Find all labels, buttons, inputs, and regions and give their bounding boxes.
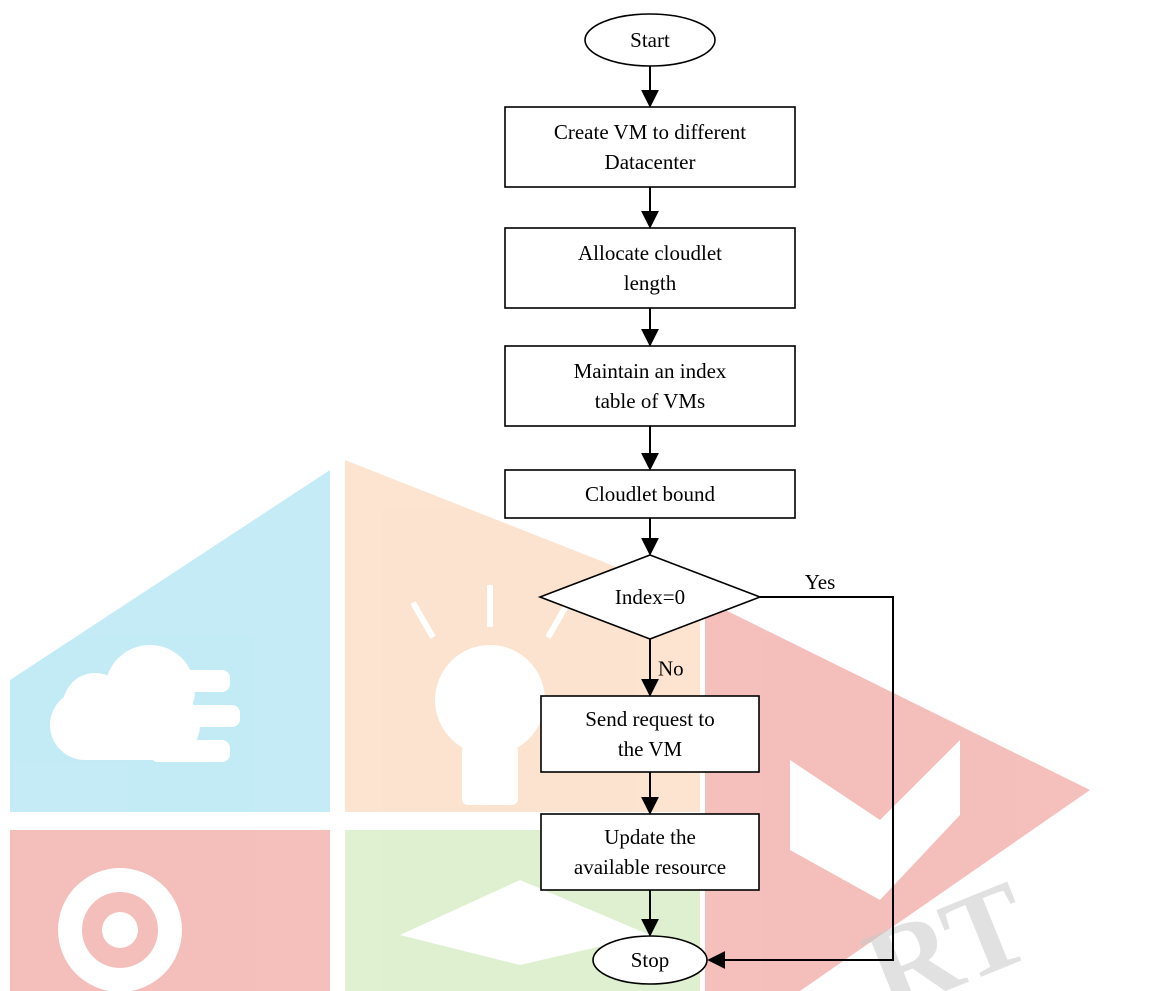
node-label-line: the VM — [618, 737, 683, 761]
node-shape-ellipse — [584, 13, 716, 67]
node-shape-ellipse — [592, 935, 708, 985]
node-bound: Cloudlet bound — [504, 469, 796, 519]
node-shape-diamond — [537, 554, 763, 640]
node-label-line: Update the — [604, 825, 696, 849]
node-shape-rect — [504, 106, 796, 188]
node-label-line: Maintain an index — [574, 359, 727, 383]
node-label-line: Allocate cloudlet — [578, 241, 722, 265]
node-label-line: available resource — [574, 855, 726, 879]
node-allocate: Allocate cloudlet length — [504, 227, 796, 309]
node-label-line: Send request to — [585, 707, 714, 731]
edge-label-no: No — [658, 657, 684, 681]
node-label-line: Start — [630, 28, 670, 52]
edge-arrow-decision-to-stop — [707, 596, 894, 969]
node-shape-rect — [504, 227, 796, 309]
node-label-line: Cloudlet bound — [585, 482, 716, 506]
node-shape-rect — [540, 695, 760, 773]
node-label-line: Stop — [631, 948, 670, 972]
node-start: Start — [584, 13, 716, 67]
node-label-line: length — [624, 271, 677, 295]
cloud-icon — [10, 470, 330, 812]
edges: No Yes — [641, 66, 894, 969]
book-icon — [705, 600, 1090, 991]
node-label-line: Index=0 — [615, 585, 685, 609]
node-send: Send request to the VM — [540, 695, 760, 773]
node-label-line: Datacenter — [605, 150, 696, 174]
node-label-line: Create VM to different — [554, 120, 746, 144]
node-update: Update the available resource — [540, 813, 760, 891]
node-label-line: table of VMs — [595, 389, 705, 413]
node-shape-rect — [540, 813, 760, 891]
node-decision: Index=0 — [537, 554, 763, 640]
edge-label-yes: Yes — [805, 570, 836, 594]
node-stop: Stop — [592, 935, 708, 985]
node-shape-rect — [504, 469, 796, 519]
node-shape-rect — [504, 345, 796, 427]
gear-icon — [10, 830, 330, 991]
node-maintain: Maintain an index table of VMs — [504, 345, 796, 427]
